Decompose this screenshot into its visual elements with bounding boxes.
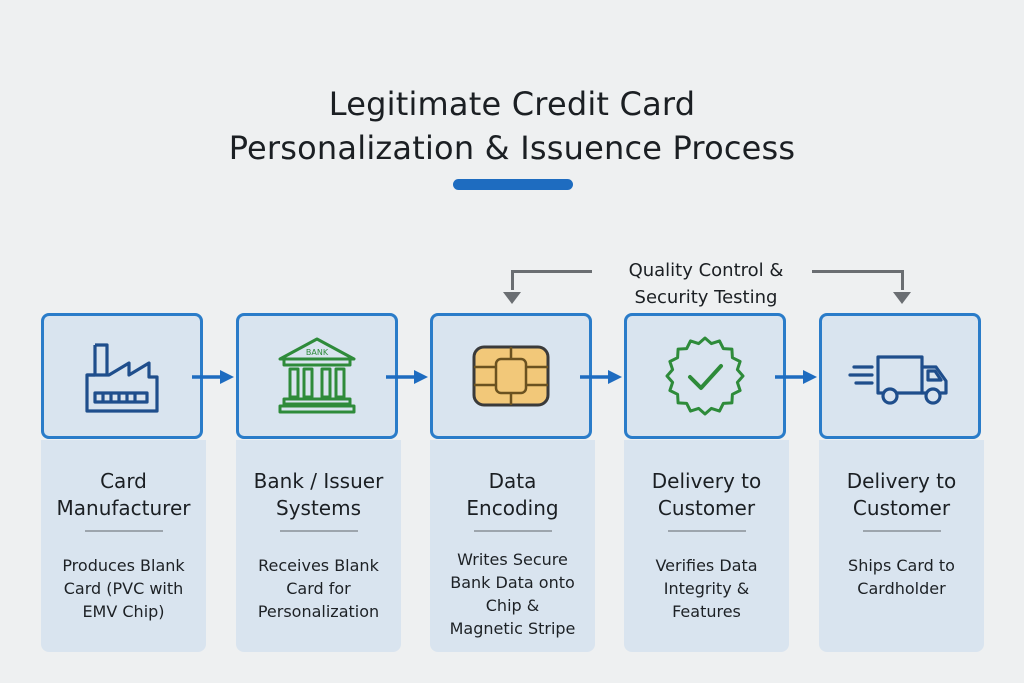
step-2-divider: [280, 530, 358, 532]
step-1-divider: [85, 530, 163, 532]
step-4-icon-box: [624, 313, 786, 439]
flow-arrow-2: [386, 370, 428, 384]
step-4-card: Delivery to Customer Verifies Data Integ…: [624, 440, 789, 652]
qc-label-line-2: Security Testing: [634, 287, 778, 308]
qc-label-line-1: Quality Control &: [628, 260, 784, 281]
checkmark-badge-icon: [665, 336, 745, 416]
step-5-title-line-2: Customer: [852, 496, 951, 520]
flow-arrow-4: [775, 370, 817, 384]
title-line-2: Personalization & Issuence Process: [228, 129, 796, 167]
step-1-desc-line-2: Card (PVC with: [63, 579, 184, 598]
step-5-desc-line-1: Ships Card to: [848, 556, 955, 575]
step-4-desc-line-1: Verifies Data: [655, 556, 758, 575]
step-3-title: Data Encoding: [430, 468, 595, 522]
title-underline: [453, 179, 573, 190]
step-3-title-line-1: Data: [488, 469, 537, 493]
step-2-title-line-1: Bank / Issuer: [253, 469, 384, 493]
step-3-desc-line-3: Chip &: [485, 596, 540, 615]
step-5-icon-box: [819, 313, 981, 439]
qc-bracket-right-horizontal: [812, 270, 903, 273]
qc-arrowhead-right: [893, 292, 911, 304]
step-2-description: Receives Blank Card for Personalization: [240, 554, 397, 623]
step-4-desc-line-2: Integrity &: [663, 579, 750, 598]
step-1-icon-box: [41, 313, 203, 439]
step-1-title: Card Manufacturer: [41, 468, 206, 522]
step-3-icon-box: [430, 313, 592, 439]
qc-label: Quality Control & Security Testing: [596, 257, 816, 311]
step-5-desc-line-2: Cardholder: [857, 579, 946, 598]
step-5-title: Delivery to Customer: [819, 468, 984, 522]
step-1-desc-line-3: EMV Chip): [82, 602, 165, 621]
step-5-card: Delivery to Customer Ships Card to Cardh…: [819, 440, 984, 652]
step-1-title-line-1: Card: [100, 469, 147, 493]
flow-arrow-1: [192, 370, 234, 384]
step-3-divider: [474, 530, 552, 532]
step-2-card: Bank / Issuer Systems Receives Blank Car…: [236, 440, 401, 652]
step-4-desc-line-3: Features: [672, 602, 741, 621]
step-3-card: Data Encoding Writes Secure Bank Data on…: [430, 440, 595, 652]
step-1-desc-line-1: Produces Blank: [62, 556, 185, 575]
step-1-title-line-2: Manufacturer: [56, 496, 191, 520]
diagram-title: Legitimate Credit Card Personalization &…: [0, 82, 1024, 170]
flow-arrow-3: [580, 370, 622, 384]
step-2-desc-line-3: Personalization: [257, 602, 380, 621]
step-4-title: Delivery to Customer: [624, 468, 789, 522]
step-2-desc-line-2: Card for: [286, 579, 351, 598]
step-4-description: Verifies Data Integrity & Features: [628, 554, 785, 623]
step-1-card: Card Manufacturer Produces Blank Card (P…: [41, 440, 206, 652]
step-2-desc-line-1: Receives Blank: [258, 556, 379, 575]
step-4-title-line-1: Delivery to: [651, 469, 762, 493]
step-2-title-line-2: Systems: [276, 496, 361, 520]
bank-icon: BANK: [278, 337, 356, 414]
step-4-divider: [668, 530, 746, 532]
step-5-description: Ships Card to Cardholder: [823, 554, 980, 600]
qc-arrowhead-left: [503, 292, 521, 304]
step-3-desc-line-1: Writes Secure: [457, 550, 568, 569]
step-2-title: Bank / Issuer Systems: [236, 468, 401, 522]
step-3-title-line-2: Encoding: [466, 496, 559, 520]
delivery-truck-icon: [848, 355, 948, 405]
step-2-icon-box: BANK: [236, 313, 398, 439]
qc-bracket-right-vertical: [901, 270, 904, 290]
factory-icon: [85, 343, 159, 413]
bank-icon-text: BANK: [306, 348, 329, 357]
step-3-desc-line-4: Magnetic Stripe: [449, 619, 576, 638]
title-line-1: Legitimate Credit Card: [328, 85, 696, 123]
step-5-divider: [863, 530, 941, 532]
step-3-description: Writes Secure Bank Data onto Chip & Magn…: [434, 548, 591, 640]
qc-bracket-left-horizontal: [512, 270, 592, 273]
step-4-title-line-2: Customer: [657, 496, 756, 520]
step-1-description: Produces Blank Card (PVC with EMV Chip): [45, 554, 202, 623]
chip-icon: [472, 345, 550, 407]
qc-bracket-left-vertical: [511, 270, 514, 290]
step-3-desc-line-2: Bank Data onto: [450, 573, 575, 592]
step-5-title-line-1: Delivery to: [846, 469, 957, 493]
